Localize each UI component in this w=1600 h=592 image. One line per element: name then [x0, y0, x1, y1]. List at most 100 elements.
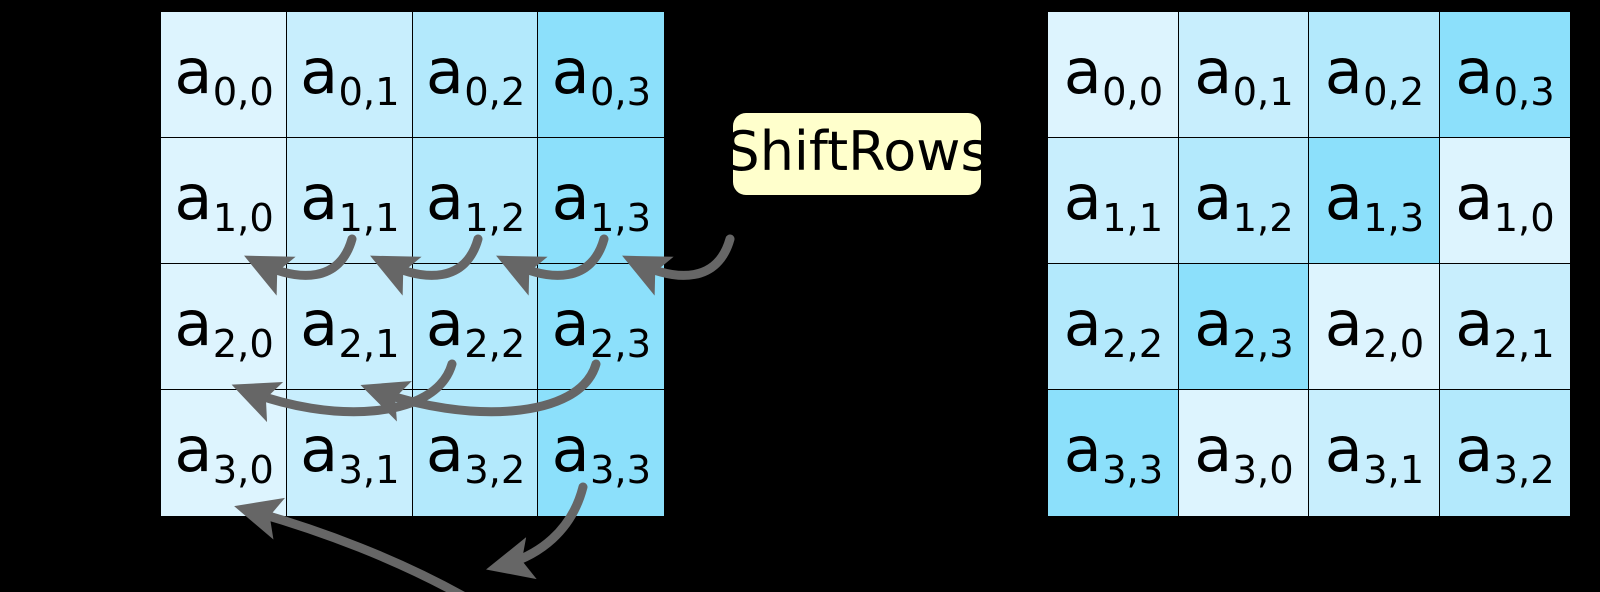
matrix-cell: a3,1 — [285, 389, 414, 517]
matrix-cell-subscript: 1,0 — [212, 195, 274, 241]
matrix-cell-subscript: 0,3 — [1493, 69, 1555, 115]
matrix-cell: a0,3 — [537, 11, 665, 139]
matrix-cell: a3,0 — [160, 389, 288, 517]
matrix-cell: a1,0 — [160, 137, 288, 265]
matrix-cell-label: a3,1 — [300, 413, 400, 493]
matrix-cell: a2,1 — [285, 263, 414, 391]
matrix-cell: a3,0 — [1177, 389, 1310, 517]
matrix-cell-subscript: 2,1 — [338, 321, 400, 367]
matrix-cell-subscript: 3,0 — [212, 447, 274, 493]
matrix-cell: a2,3 — [537, 263, 665, 391]
input-state-matrix: a0,0 a0,1 a0,2 a0,3 a1,0 a1,1 a1,2 a1,3 a2,0 a2,1… — [160, 11, 665, 517]
matrix-cell: a3,2 — [1438, 389, 1571, 517]
matrix-cell-label: a3,1 — [1324, 413, 1425, 493]
matrix-cell-subscript: 0,1 — [1232, 69, 1294, 115]
matrix-cell: a1,3 — [537, 137, 665, 265]
matrix-cell-label: a1,3 — [1324, 161, 1425, 241]
matrix-cell-subscript: 1,0 — [1493, 195, 1555, 241]
matrix-cell: a0,2 — [1308, 11, 1441, 139]
matrix-cell: a2,0 — [160, 263, 288, 391]
matrix-cell-label: a0,1 — [1194, 35, 1294, 115]
matrix-cell: a2,3 — [1177, 263, 1310, 391]
matrix-cell-label: a3,2 — [425, 413, 526, 493]
matrix-cell-subscript: 3,1 — [1363, 447, 1425, 493]
matrix-cell-label: a2,1 — [1455, 287, 1555, 367]
matrix-cell-label: a1,1 — [300, 161, 400, 241]
matrix-cell-subscript: 1,1 — [1102, 195, 1164, 241]
matrix-cell-subscript: 2,0 — [1363, 321, 1425, 367]
matrix-cell: a2,2 — [1047, 263, 1180, 391]
matrix-cell-label: a3,3 — [551, 413, 652, 493]
matrix-cell-subscript: 2,1 — [1493, 321, 1555, 367]
matrix-cell-label: a0,3 — [1455, 35, 1555, 115]
matrix-cell-label: a2,2 — [425, 287, 526, 367]
matrix-cell-label: a0,2 — [1324, 35, 1425, 115]
matrix-cell: a0,1 — [285, 11, 414, 139]
matrix-cell: a0,0 — [160, 11, 288, 139]
matrix-cell-subscript: 3,2 — [464, 447, 526, 493]
matrix-cell-subscript: 0,2 — [1363, 69, 1425, 115]
matrix-cell-label: a1,0 — [174, 161, 274, 241]
matrix-cell-label: a1,2 — [1194, 161, 1294, 241]
matrix-cell-label: a1,2 — [425, 161, 526, 241]
matrix-cell: a1,3 — [1308, 137, 1441, 265]
matrix-cell-subscript: 0,0 — [212, 69, 274, 115]
matrix-cell: a0,1 — [1177, 11, 1310, 139]
matrix-cell-label: a0,1 — [300, 35, 400, 115]
matrix-cell-label: a1,1 — [1063, 161, 1164, 241]
matrix-cell-subscript: 3,1 — [338, 447, 400, 493]
matrix-cell-label: a0,0 — [1063, 35, 1164, 115]
matrix-cell: a3,2 — [411, 389, 540, 517]
matrix-cell-label: a3,0 — [1194, 413, 1294, 493]
matrix-cell: a0,3 — [1438, 11, 1571, 139]
matrix-cell-subscript: 0,2 — [464, 69, 526, 115]
matrix-cell-label: a2,3 — [1194, 287, 1294, 367]
matrix-cell-subscript: 0,3 — [589, 69, 652, 115]
matrix-cell-label: a2,2 — [1063, 287, 1164, 367]
matrix-cell-subscript: 2,3 — [589, 321, 652, 367]
matrix-cell: a1,2 — [411, 137, 540, 265]
matrix-cell-subscript: 0,1 — [338, 69, 400, 115]
matrix-cell: a1,1 — [285, 137, 414, 265]
matrix-cell-label: a0,2 — [425, 35, 526, 115]
matrix-cell-label: a2,0 — [1324, 287, 1425, 367]
matrix-cell-label: a3,0 — [174, 413, 274, 493]
matrix-cell: a1,0 — [1438, 137, 1571, 265]
matrix-cell-label: a0,0 — [174, 35, 274, 115]
matrix-cell-label: a2,0 — [174, 287, 274, 367]
matrix-cell-label: a2,1 — [300, 287, 400, 367]
shiftrows-operation-box: ShiftRows — [725, 113, 989, 195]
matrix-cell: a2,0 — [1308, 263, 1441, 391]
matrix-cell: a0,2 — [411, 11, 540, 139]
matrix-cell-label: a0,3 — [551, 35, 652, 115]
matrix-cell-label: a3,2 — [1455, 413, 1555, 493]
matrix-cell: a3,1 — [1308, 389, 1441, 517]
shiftrows-operation-label: ShiftRows — [725, 120, 989, 183]
matrix-cell-subscript: 2,2 — [1102, 321, 1164, 367]
matrix-cell-label: a1,3 — [551, 161, 652, 241]
matrix-cell: a0,0 — [1047, 11, 1180, 139]
output-state-matrix: a0,0 a0,1 a0,2 a0,3 a1,1 a1,2 a1,3 a1,0 a2,2 a2,3… — [1047, 11, 1571, 517]
matrix-cell-subscript: 3,3 — [589, 447, 652, 493]
matrix-cell-subscript: 3,3 — [1102, 447, 1164, 493]
matrix-cell-subscript: 1,3 — [589, 195, 652, 241]
matrix-cell-subscript: 0,0 — [1102, 69, 1164, 115]
matrix-cell: a2,2 — [411, 263, 540, 391]
matrix-cell: a2,1 — [1438, 263, 1571, 391]
matrix-cell-subscript: 1,2 — [1232, 195, 1294, 241]
matrix-cell: a1,2 — [1177, 137, 1310, 265]
matrix-cell: a3,3 — [1047, 389, 1180, 517]
matrix-cell-subscript: 1,2 — [464, 195, 526, 241]
matrix-cell-subscript: 3,2 — [1493, 447, 1555, 493]
matrix-cell-subscript: 1,3 — [1363, 195, 1425, 241]
matrix-cell: a3,3 — [537, 389, 665, 517]
matrix-cell-subscript: 1,1 — [338, 195, 400, 241]
matrix-cell-label: a3,3 — [1063, 413, 1164, 493]
matrix-cell-label: a1,0 — [1455, 161, 1555, 241]
matrix-cell-subscript: 2,2 — [464, 321, 526, 367]
matrix-cell: a1,1 — [1047, 137, 1180, 265]
matrix-cell-subscript: 2,3 — [1232, 321, 1294, 367]
matrix-cell-subscript: 3,0 — [1232, 447, 1294, 493]
matrix-cell-label: a2,3 — [551, 287, 652, 367]
